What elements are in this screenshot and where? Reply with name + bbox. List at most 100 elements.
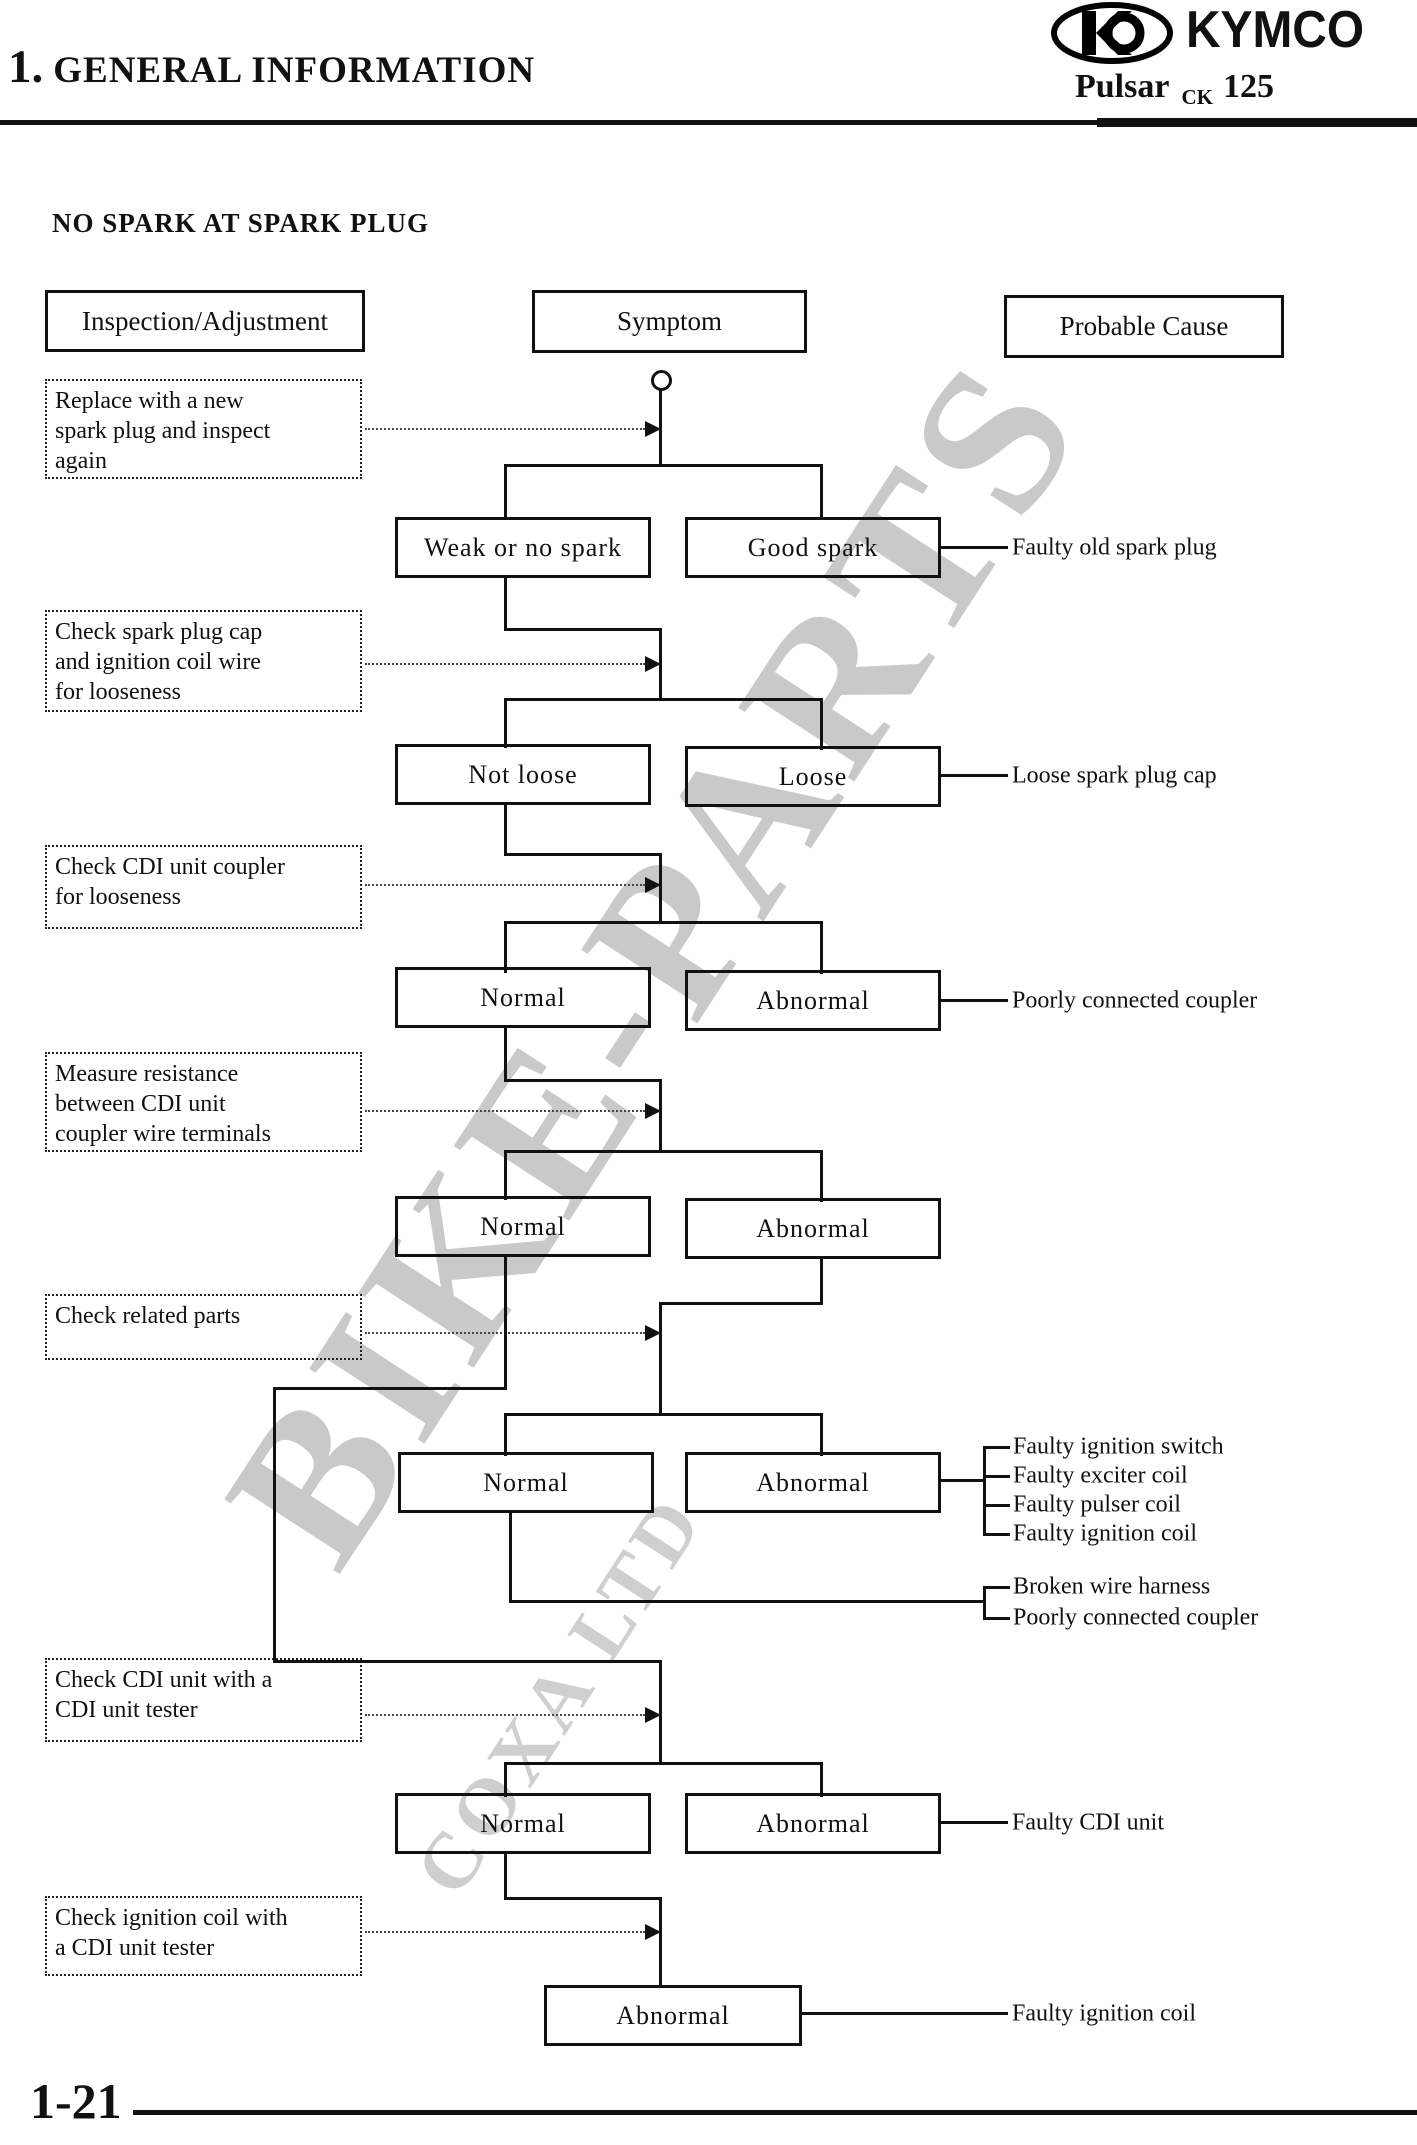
header-rule-right bbox=[1097, 118, 1417, 127]
cause-label: Faulty ignition switch bbox=[1013, 1433, 1224, 1460]
connector-line bbox=[509, 1600, 986, 1603]
inspection-step-check-cdi-coupler: Check CDI unit coupler for looseness bbox=[45, 845, 362, 929]
connector-line bbox=[659, 628, 662, 701]
kymco-logo-icon bbox=[1051, 2, 1173, 64]
connector-line bbox=[659, 1302, 662, 1416]
cause-label: Poorly connected coupler bbox=[1012, 987, 1258, 1014]
model-code-subscript: CK bbox=[1181, 85, 1213, 109]
connector-line bbox=[504, 1762, 823, 1765]
connector-line bbox=[504, 464, 507, 520]
dotted-arrow-icon bbox=[365, 421, 661, 437]
connector-line bbox=[504, 1413, 823, 1416]
inspection-step-check-related-parts: Check related parts bbox=[45, 1294, 362, 1360]
connector-line bbox=[504, 1150, 823, 1153]
connector-line bbox=[659, 1302, 823, 1305]
result-box-abnormal-4: Abnormal bbox=[685, 1198, 941, 1259]
cause-label: Faulty exciter coil bbox=[1013, 1462, 1188, 1489]
connector-line bbox=[983, 1446, 986, 1536]
cause-label: Loose spark plug cap bbox=[1012, 762, 1217, 789]
connector-line bbox=[504, 853, 662, 856]
result-box-normal-5: Normal bbox=[398, 1452, 654, 1513]
cause-label: Faulty old spark plug bbox=[1012, 534, 1217, 561]
cause-label: Broken wire harness bbox=[1013, 1573, 1211, 1600]
column-header-inspection: Inspection/Adjustment bbox=[45, 290, 365, 352]
connector-line bbox=[504, 698, 823, 701]
connector-line bbox=[504, 921, 507, 973]
connector-line bbox=[983, 1446, 1010, 1449]
cause-label: Faulty pulser coil bbox=[1013, 1491, 1181, 1518]
result-box-abnormal-final: Abnormal bbox=[544, 1985, 802, 2046]
inspection-step-check-ignition-coil: Check ignition coil with a CDI unit test… bbox=[45, 1896, 362, 1976]
connector-line bbox=[504, 1854, 507, 1900]
connector-line bbox=[273, 1660, 662, 1663]
connector-line bbox=[659, 853, 662, 924]
connector-line bbox=[983, 1586, 1010, 1589]
connector-line bbox=[504, 464, 823, 467]
model-name: Pulsar CK 125 bbox=[1075, 68, 1274, 109]
connector-line bbox=[659, 1079, 662, 1153]
inspection-step-check-plug-cap: Check spark plug cap and ignition coil w… bbox=[45, 610, 362, 712]
column-header-probable-cause: Probable Cause bbox=[1004, 295, 1284, 358]
connector-line bbox=[504, 1762, 507, 1797]
connector-line bbox=[820, 464, 823, 520]
chapter-title: GENERAL INFORMATION bbox=[53, 50, 536, 91]
connector-line bbox=[509, 1513, 512, 1603]
result-box-normal-4: Normal bbox=[395, 1196, 651, 1257]
result-box-good-spark: Good spark bbox=[685, 517, 941, 578]
dotted-arrow-icon bbox=[365, 1924, 661, 1940]
cause-label: Poorly connected coupler bbox=[1013, 1604, 1259, 1631]
result-box-weak-or-no-spark: Weak or no spark bbox=[395, 517, 651, 578]
connector-line bbox=[659, 1897, 662, 1988]
brand-logo-text: KYMCO bbox=[1186, 1, 1365, 59]
dotted-arrow-icon bbox=[365, 1103, 661, 1119]
connector-line bbox=[504, 1257, 507, 1390]
result-box-normal-6: Normal bbox=[395, 1793, 651, 1854]
footer-rule bbox=[133, 2110, 1417, 2115]
connector-line bbox=[504, 1028, 507, 1082]
connector-line bbox=[941, 774, 1008, 777]
connector-line bbox=[504, 1897, 662, 1900]
connector-line bbox=[983, 1504, 1010, 1507]
connector-line bbox=[983, 1475, 1010, 1478]
connector-line bbox=[504, 698, 507, 748]
section-title: NO SPARK AT SPARK PLUG bbox=[52, 208, 430, 238]
connector-line bbox=[504, 628, 662, 631]
connector-line bbox=[941, 1821, 1008, 1824]
connector-line bbox=[820, 921, 823, 974]
result-box-not-loose: Not loose bbox=[395, 744, 651, 805]
connector-line bbox=[504, 921, 823, 924]
connector-line bbox=[983, 1586, 986, 1620]
result-box-abnormal-6: Abnormal bbox=[685, 1793, 941, 1854]
model-displacement: 125 bbox=[1222, 68, 1274, 105]
chapter-number: 1. bbox=[8, 41, 44, 93]
connector-line bbox=[941, 546, 1008, 549]
connector-line bbox=[504, 805, 507, 856]
connector-line bbox=[983, 1617, 1010, 1620]
connector-line bbox=[941, 1479, 986, 1482]
page-number: 1-21 bbox=[30, 2073, 122, 2129]
inspection-step-check-cdi-tester: Check CDI unit with a CDI unit tester bbox=[45, 1658, 362, 1742]
result-box-loose: Loose bbox=[685, 746, 941, 807]
model-name-text: Pulsar bbox=[1075, 68, 1170, 105]
connector-line bbox=[504, 578, 507, 631]
cause-label: Faulty CDI unit bbox=[1012, 1809, 1165, 1836]
flow-start-node bbox=[651, 370, 672, 391]
connector-line bbox=[659, 1660, 662, 1765]
chapter-heading: 1. GENERAL INFORMATION bbox=[8, 40, 535, 94]
connector-line bbox=[820, 698, 823, 750]
connector-line bbox=[504, 1413, 507, 1456]
connector-line bbox=[820, 1150, 823, 1202]
cause-label: Faulty ignition coil bbox=[1013, 1520, 1197, 1547]
connector-line bbox=[941, 999, 1008, 1002]
connector-line bbox=[983, 1533, 1010, 1536]
dotted-arrow-icon bbox=[365, 656, 661, 672]
result-box-normal-3: Normal bbox=[395, 967, 651, 1028]
column-header-symptom: Symptom bbox=[532, 290, 807, 353]
inspection-step-replace-plug: Replace with a new spark plug and inspec… bbox=[45, 379, 362, 479]
header-rule-left bbox=[0, 120, 1100, 125]
connector-line bbox=[273, 1387, 276, 1663]
connector-line bbox=[273, 1387, 507, 1390]
cause-label: Faulty ignition coil bbox=[1012, 2000, 1196, 2027]
